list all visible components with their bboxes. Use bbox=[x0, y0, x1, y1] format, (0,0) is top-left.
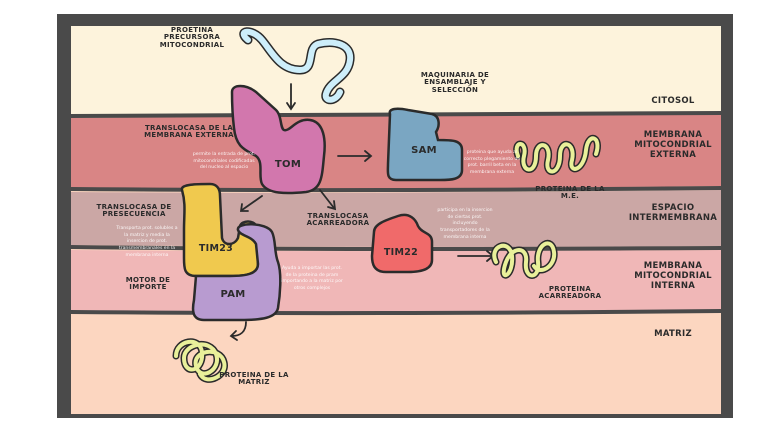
arrowhead bbox=[286, 102, 296, 111]
membrane-line bbox=[70, 309, 722, 316]
sam-note: proteina que ayuda al correcto plegamien… bbox=[463, 150, 521, 175]
tom-complex bbox=[230, 84, 326, 195]
tom-label: TOM bbox=[274, 159, 302, 170]
precursor-protein bbox=[240, 28, 354, 103]
precursor-label: PROETINA PRECURSORA MITOCONDRIAL bbox=[159, 26, 225, 49]
region-label-intermembrane: ESPACIO INTERMEMBRANA bbox=[628, 203, 718, 223]
assembly-label: MAQUINARIA DE ENSAMBLAJE Y SELECCIÓN bbox=[420, 71, 490, 94]
arrows bbox=[229, 83, 495, 341]
presequence-translocase-label: TRANSLOCASA DE PRESECUENCIA bbox=[96, 203, 172, 219]
arrowhead bbox=[229, 330, 238, 341]
sam-complex bbox=[386, 107, 464, 182]
pam-complex bbox=[191, 223, 282, 322]
import-motor-label: MOTOR DE IMPORTE bbox=[125, 276, 171, 292]
me-protein bbox=[514, 136, 600, 174]
membrane-line bbox=[70, 186, 722, 193]
tim23-complex bbox=[180, 182, 260, 278]
arrow-pam-to-matrix bbox=[231, 321, 247, 337]
region-label-cytosol: CITOSOL bbox=[651, 96, 695, 106]
me-protein-label: PROTEINA DE LA M.E. bbox=[535, 185, 605, 201]
tom-translocase-label: TRANSLOCASA DE LA MEMBRANA EXTERNA bbox=[144, 124, 234, 140]
region-label-inner-membrane: MEMBRANA MITOCONDRIAL INTERNA bbox=[634, 261, 712, 291]
region-label-outer-membrane: MEMBRANA MITOCONDRIAL EXTERNA bbox=[634, 130, 712, 160]
tom-note: permite la entrada de prot. mitocondrial… bbox=[192, 152, 256, 171]
arrowhead bbox=[239, 203, 249, 212]
sam-label: SAM bbox=[411, 145, 437, 156]
matrix-protein-label: PROTEINA DE LA MATRIZ bbox=[219, 371, 289, 387]
arrowhead bbox=[327, 200, 337, 211]
carrier-translocase-label: TRANSLOCASA ACARREADORA bbox=[306, 212, 370, 228]
matrix-protein bbox=[174, 340, 227, 382]
pam-label: PAM bbox=[220, 289, 246, 300]
tim22-label: TIM22 bbox=[383, 247, 419, 258]
region-label-matrix: MATRIZ bbox=[654, 329, 692, 339]
pam-note: Ayuda a importar las prot. de la protein… bbox=[281, 266, 343, 291]
tim23-label: TIM23 bbox=[198, 243, 234, 254]
arrow-tom-to-tim23 bbox=[241, 195, 263, 211]
arrow-tom-to-tim22 bbox=[319, 189, 335, 209]
tim22-note: participa en la insercion de ciertas pro… bbox=[437, 208, 493, 240]
carrier-protein bbox=[492, 241, 557, 278]
tim22-complex bbox=[370, 213, 434, 274]
tim23-note: Transporta prot. solubles a la matriz y … bbox=[116, 226, 178, 258]
arrowhead bbox=[364, 150, 373, 162]
carrier-protein-label: PROTEINA ACARREADORA bbox=[538, 285, 602, 301]
